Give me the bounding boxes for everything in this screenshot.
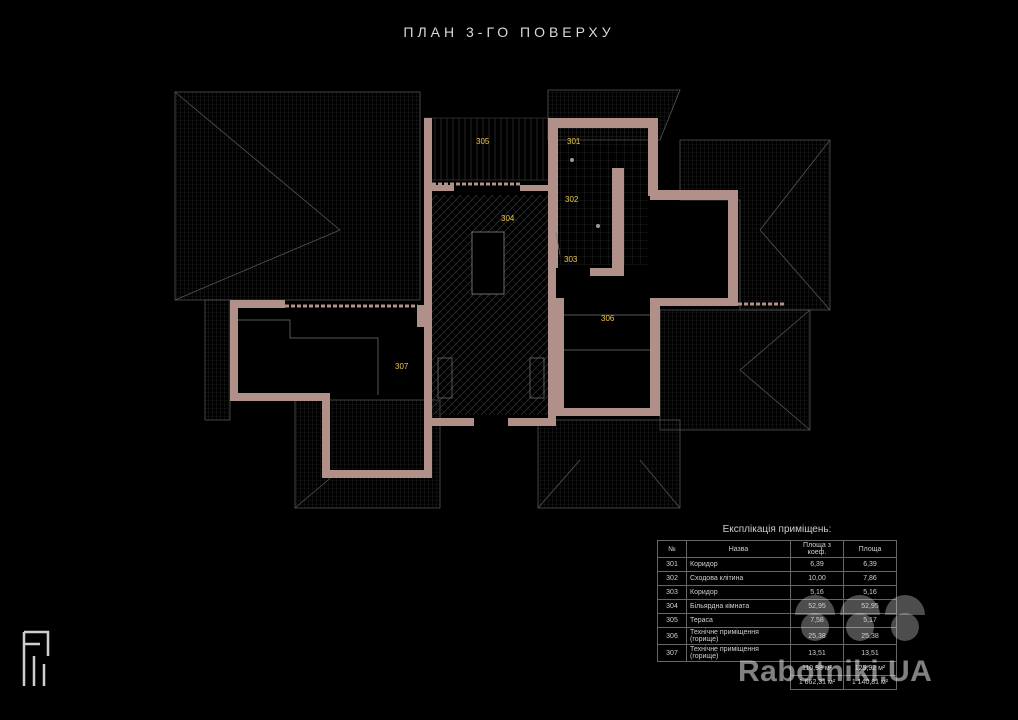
room-label-302: 302 xyxy=(565,195,579,204)
room-label-305: 305 xyxy=(476,137,490,146)
room-label-301: 301 xyxy=(567,137,581,146)
header-area-coef: Площа з коеф. xyxy=(790,540,844,558)
walls xyxy=(230,118,738,478)
brand-logo-icon xyxy=(22,630,50,686)
fixture-marker xyxy=(596,224,600,228)
page-title: ПЛАН 3-ГО ПОВЕРХУ xyxy=(403,24,615,40)
header-name: Назва xyxy=(686,540,791,558)
watermark-text: Rabotniki.UA xyxy=(738,655,933,688)
room-label-303: 303 xyxy=(564,255,578,264)
table-header-row: № Назва Площа з коеф. Площа xyxy=(657,540,897,558)
room-label-304: 304 xyxy=(501,214,515,223)
total-area-2: 1 140,81 м² xyxy=(843,675,897,690)
floor-fills xyxy=(424,117,648,426)
table-row: 305Тераса7,585,17 xyxy=(657,613,897,628)
roof-planes xyxy=(174,89,831,509)
explication-title: Експлікація приміщень: xyxy=(722,524,832,535)
header-number: № xyxy=(657,540,687,558)
interior-lines xyxy=(238,231,650,399)
header-area: Площа xyxy=(843,540,897,558)
window-strips xyxy=(285,182,785,308)
room-label-306: 306 xyxy=(601,314,615,323)
workers-watermark-icon xyxy=(795,595,925,641)
room-labels: 305 301 304 302 303 306 307 xyxy=(395,137,615,371)
room-label-307: 307 xyxy=(395,362,409,371)
fixture-marker xyxy=(570,158,574,162)
